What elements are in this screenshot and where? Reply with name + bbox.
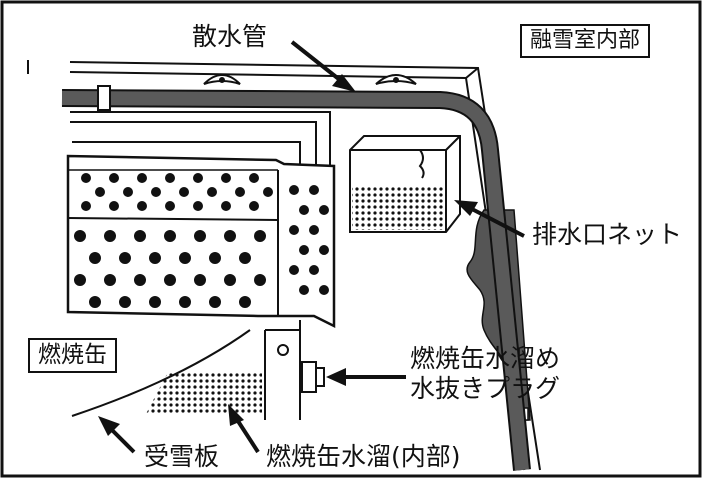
can-hole [194,230,206,242]
can-hole [134,274,146,286]
can-hole [289,185,299,195]
can-hole [89,296,101,308]
can-hole [254,274,266,286]
spray-pipe [61,91,529,471]
ceiling-hooks [203,74,417,85]
combustion-can [66,154,336,329]
can-hole [165,201,175,211]
can-hole [319,245,329,255]
can-hole [309,225,319,235]
can-hole [149,252,161,264]
can-hole [149,296,161,308]
can-hole [134,230,146,242]
drain-net-box [349,135,461,233]
can-hole [299,285,309,295]
drain-net-mesh [352,186,444,230]
can-hole [109,173,119,183]
can-hole [164,274,176,286]
can-hole [81,173,91,183]
can-hole [239,296,251,308]
can-hole [319,285,329,295]
drain-plug-label-line1: 燃焼缶水溜め [410,344,561,373]
reservoir-inner-label: 燃焼缶水溜(内部) [266,442,461,471]
can-hole [119,252,131,264]
can-hole [109,201,119,211]
can-hole [137,173,147,183]
drain-plug-label-line2: 水抜きプラグ [410,374,561,403]
can-hole [224,274,236,286]
can-hole [104,230,116,242]
can-hole [299,205,309,215]
chamber-title-box: 融雪室内部 [520,24,651,58]
can-hole [194,274,206,286]
can-hole [151,187,161,197]
can-hole [221,201,231,211]
can-hole [249,201,259,211]
can-hole [104,274,116,286]
can-hole [74,230,86,242]
combustion-can-label: 燃焼缶 [28,338,117,373]
can-hole [207,187,217,197]
can-hole [235,187,245,197]
can-hole [179,252,191,264]
drain-plug [301,361,325,393]
can-hole [193,173,203,183]
can-hole [193,201,203,211]
can-hole [224,230,236,242]
can-hole [319,205,329,215]
can-hole [95,187,105,197]
can-hole [239,252,251,264]
can-hole [309,185,319,195]
can-hole [179,296,191,308]
can-hole [221,173,231,183]
can-hole [164,230,176,242]
drain-net-label: 排水口ネット [532,220,683,249]
can-hole [263,187,273,197]
can-hole [289,265,299,275]
can-hole [209,252,221,264]
combustion-can-holes [74,173,329,308]
can-hole [254,230,266,242]
can-hole [89,252,101,264]
can-hole [137,201,147,211]
can-hole [123,187,133,197]
can-hole [289,225,299,235]
can-hole [165,173,175,183]
can-hole [249,173,259,183]
can-hole [74,274,86,286]
can-hole [179,187,189,197]
can-hole [299,245,309,255]
can-hole [209,296,221,308]
can-hole [81,201,91,211]
reservoir-dots [146,372,262,414]
spray-pipe-label: 散水管 [192,22,268,51]
leader-arrows [98,40,525,454]
pipe-clamp [97,85,111,111]
snow-plate-label: 受雪板 [144,442,220,471]
can-hole [119,296,131,308]
can-hole [309,265,319,275]
